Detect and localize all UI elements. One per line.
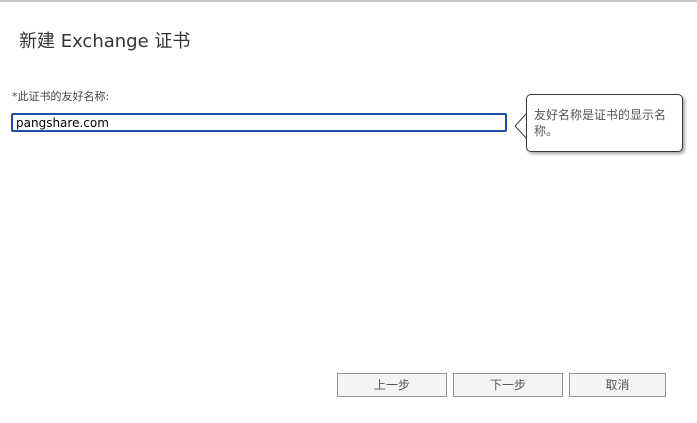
friendly-name-input[interactable] xyxy=(11,113,507,132)
cancel-button[interactable]: 取消 xyxy=(569,373,666,397)
page-title: 新建 Exchange 证书 xyxy=(19,31,191,52)
next-button[interactable]: 下一步 xyxy=(453,373,563,397)
friendly-name-label: *此证书的友好名称: xyxy=(12,90,110,103)
tooltip-text: 友好名称是证书的显示名称。 xyxy=(534,108,667,138)
help-tooltip: 友好名称是证书的显示名称。 xyxy=(526,94,683,152)
back-button[interactable]: 上一步 xyxy=(337,373,447,397)
window-top-border xyxy=(0,0,697,2)
